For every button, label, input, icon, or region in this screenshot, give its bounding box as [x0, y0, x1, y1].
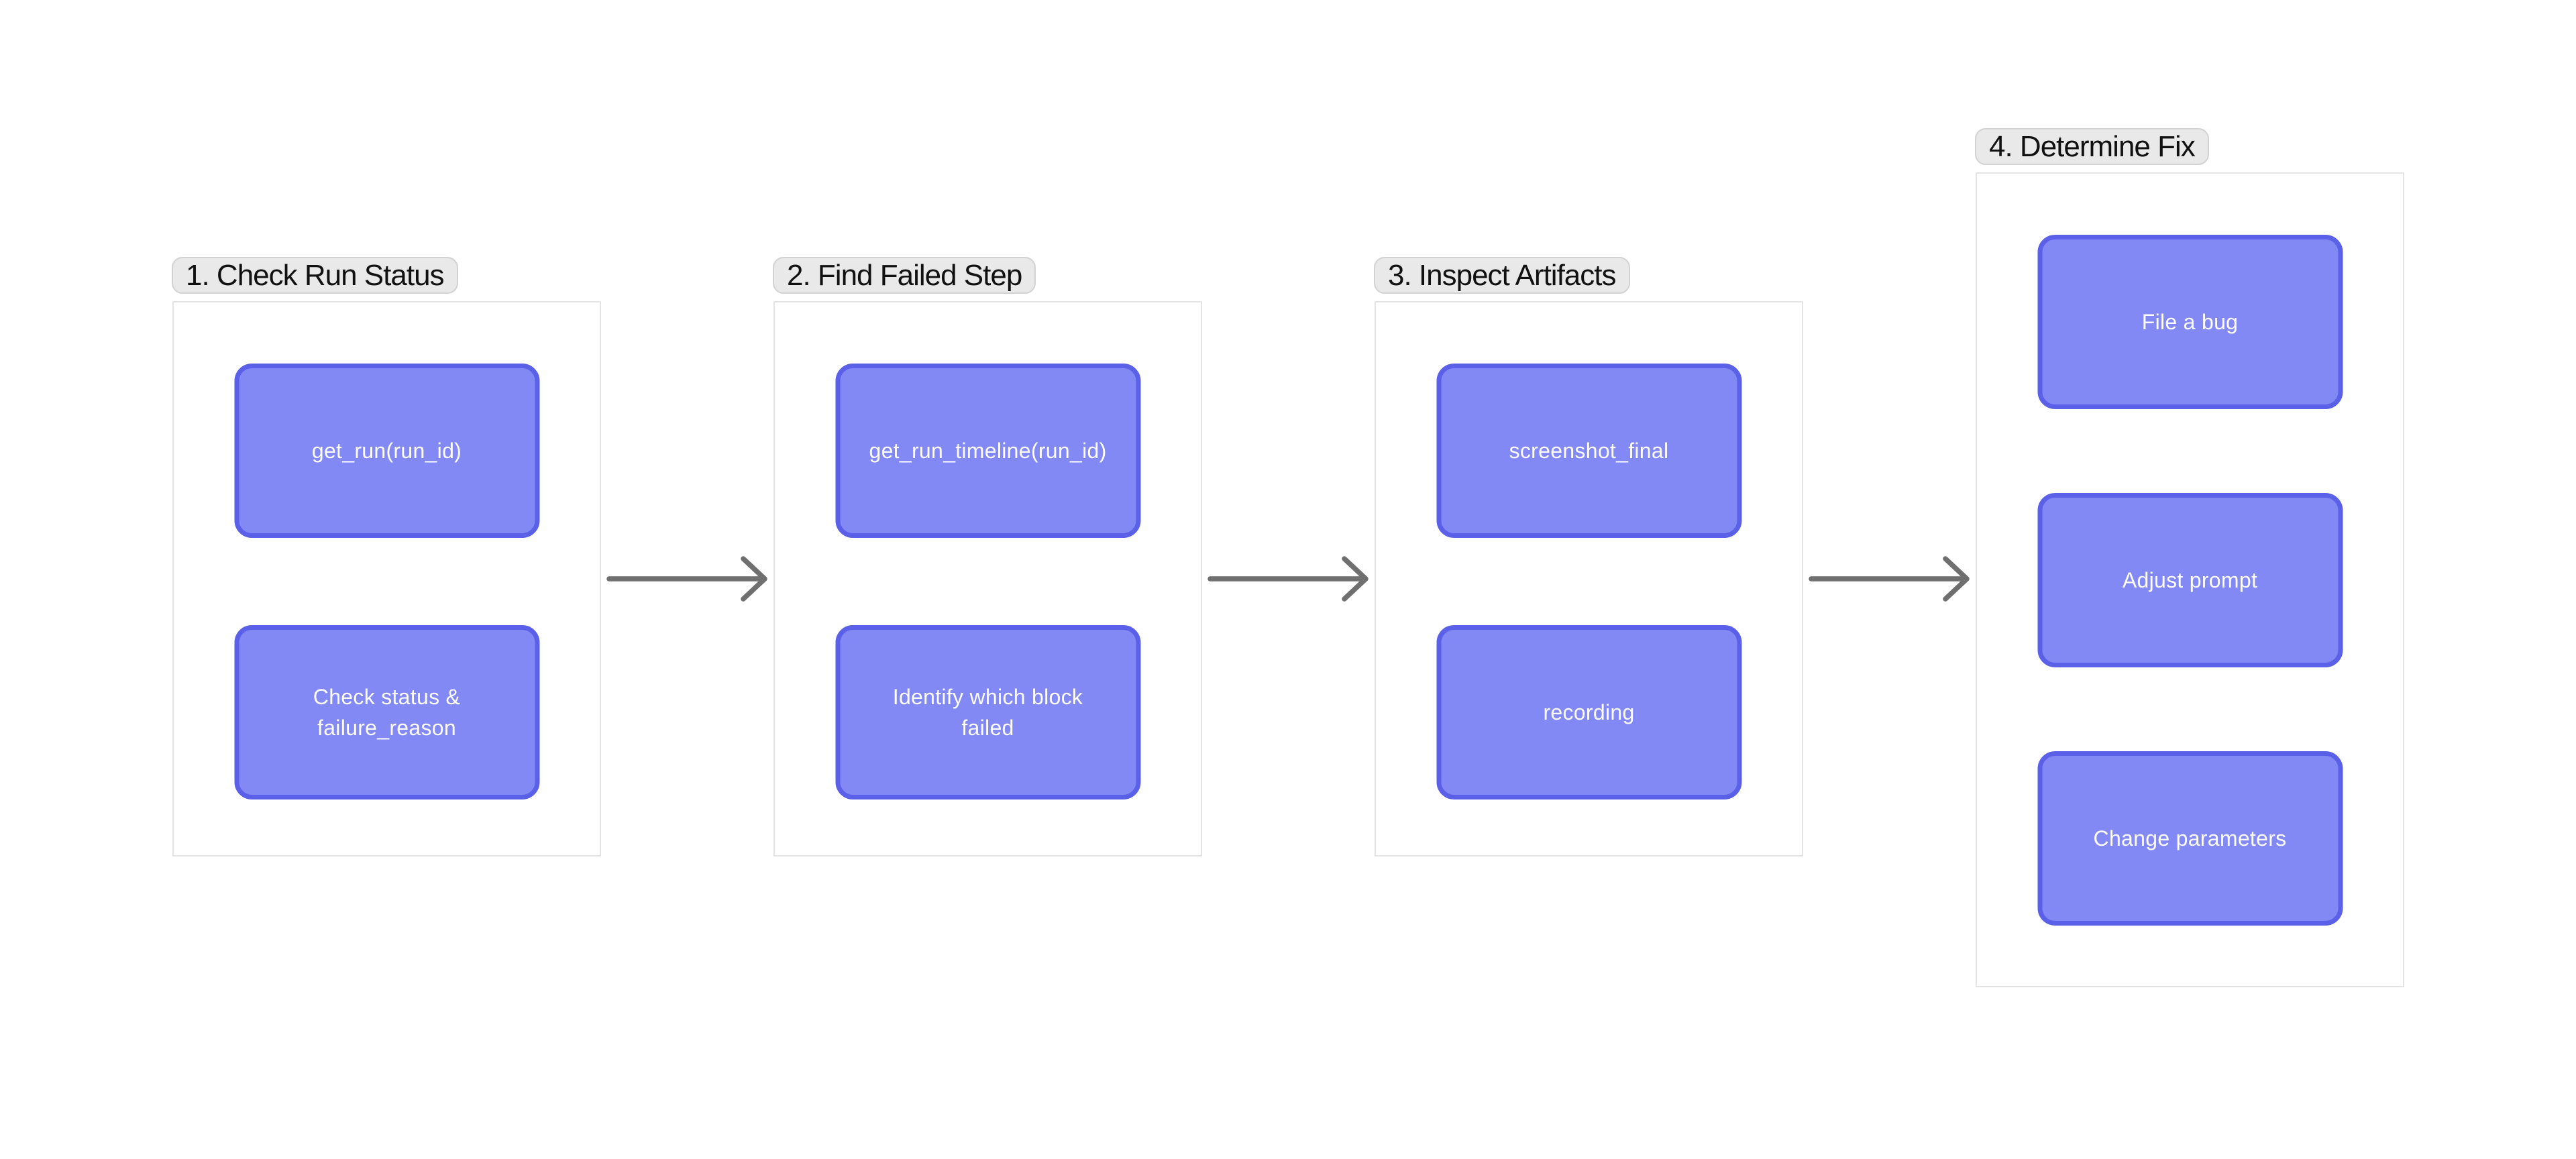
shape-recording[interactable]: recording [1436, 625, 1741, 799]
arrow-step1-to-step2[interactable] [606, 556, 767, 602]
frame-find-failed-step-label[interactable]: 2. Find Failed Step [773, 257, 1036, 294]
shape-get-run-timeline-text: get_run_timeline(run_id) [869, 438, 1107, 463]
shape-change-parameters[interactable]: Change parameters [2037, 751, 2343, 926]
frame-determine-fix-label[interactable]: 4. Determine Fix [1975, 128, 2209, 165]
shape-identify-failed-block[interactable]: Identify which block failed [835, 625, 1140, 799]
shape-recording-text: recording [1543, 700, 1635, 724]
frame-determine-fix[interactable]: 4. Determine Fix File a bug Adjust promp… [1975, 128, 2404, 987]
shape-get-run[interactable]: get_run(run_id) [234, 364, 539, 538]
frame-inspect-artifacts[interactable]: 3. Inspect Artifacts screenshot_final re… [1374, 257, 1803, 857]
shape-adjust-prompt-text: Adjust prompt [2122, 567, 2258, 592]
shape-file-a-bug[interactable]: File a bug [2037, 235, 2343, 409]
arrow-step3-to-step4[interactable] [1809, 556, 1970, 602]
shape-get-run-text: get_run(run_id) [311, 438, 462, 463]
shape-check-status-failure-reason-text: Check status & failure_reason [313, 684, 461, 740]
frame-check-run-status-label[interactable]: 1. Check Run Status [172, 257, 458, 294]
shape-screenshot-final[interactable]: screenshot_final [1436, 364, 1741, 538]
arrow-step2-to-step3[interactable] [1208, 556, 1368, 602]
frame-check-run-status[interactable]: 1. Check Run Status get_run(run_id) Chec… [172, 257, 601, 857]
shape-adjust-prompt[interactable]: Adjust prompt [2037, 493, 2343, 667]
shape-file-a-bug-text: File a bug [2141, 309, 2239, 334]
shape-screenshot-final-text: screenshot_final [1509, 438, 1669, 463]
shape-check-status-failure-reason[interactable]: Check status & failure_reason [234, 625, 539, 799]
frame-find-failed-step[interactable]: 2. Find Failed Step get_run_timeline(run… [773, 257, 1202, 857]
shape-change-parameters-text: Change parameters [2093, 826, 2287, 850]
shape-get-run-timeline[interactable]: get_run_timeline(run_id) [835, 364, 1140, 538]
shape-identify-failed-block-text: Identify which block failed [892, 684, 1083, 740]
frame-inspect-artifacts-label[interactable]: 3. Inspect Artifacts [1374, 257, 1630, 294]
